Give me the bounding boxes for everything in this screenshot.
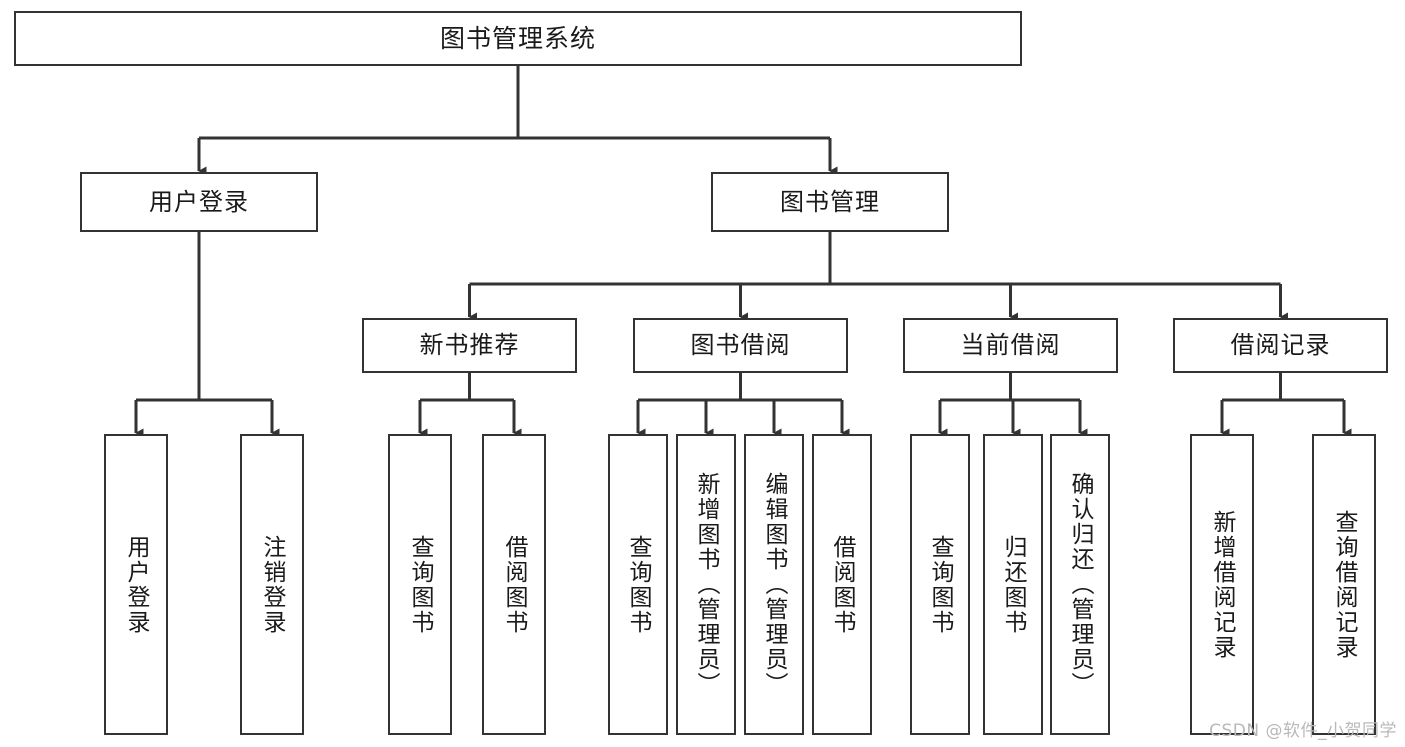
- node-borrow_record[interactable]: 借阅记录: [1173, 318, 1388, 373]
- node-label: 图书管理: [780, 187, 880, 216]
- node-label: 借阅图书: [501, 534, 528, 635]
- node-leaf_confirm_return[interactable]: 确认归还（管理员）: [1050, 434, 1110, 735]
- node-label: 归还图书: [1000, 534, 1027, 635]
- node-label: 编辑图书（管理员）: [761, 472, 788, 697]
- node-leaf_query_record[interactable]: 查询借阅记录: [1312, 434, 1376, 735]
- node-leaf_user_logout[interactable]: 注销登录: [240, 434, 304, 735]
- node-leaf_borrow_book_rec[interactable]: 借阅图书: [482, 434, 546, 735]
- node-leaf_query_book_b[interactable]: 查询图书: [608, 434, 668, 735]
- node-book_mgmt[interactable]: 图书管理: [711, 172, 949, 232]
- node-label: 图书管理系统: [439, 23, 596, 53]
- node-label: 查询借阅记录: [1331, 509, 1358, 660]
- node-label: 当前借阅: [960, 331, 1061, 360]
- node-current_borrow[interactable]: 当前借阅: [903, 318, 1118, 373]
- node-label: 用户登录: [149, 187, 249, 216]
- node-label: 注销登录: [259, 534, 286, 635]
- node-label: 新增图书（管理员）: [693, 472, 720, 697]
- node-label: 新增借阅记录: [1209, 509, 1236, 660]
- node-root[interactable]: 图书管理系统: [14, 11, 1022, 66]
- node-book_borrow[interactable]: 图书借阅: [633, 318, 848, 373]
- node-leaf_query_book_c[interactable]: 查询图书: [910, 434, 970, 735]
- node-label: 查询图书: [407, 534, 434, 635]
- node-leaf_query_book_rec[interactable]: 查询图书: [388, 434, 452, 735]
- node-label: 图书借阅: [690, 331, 791, 360]
- node-leaf_add_record[interactable]: 新增借阅记录: [1190, 434, 1254, 735]
- node-leaf_return_book[interactable]: 归还图书: [983, 434, 1043, 735]
- node-label: 查询图书: [625, 534, 652, 635]
- node-label: 借阅图书: [829, 534, 856, 635]
- node-new_book_rec[interactable]: 新书推荐: [362, 318, 577, 373]
- node-label: 查询图书: [927, 534, 954, 635]
- node-leaf_edit_book[interactable]: 编辑图书（管理员）: [744, 434, 804, 735]
- node-user_login[interactable]: 用户登录: [80, 172, 318, 232]
- csdn-watermark: CSDN @软件_小贺同学: [1209, 721, 1397, 741]
- node-leaf_user_login[interactable]: 用户登录: [104, 434, 168, 735]
- node-label: 借阅记录: [1230, 331, 1331, 360]
- node-label: 用户登录: [123, 534, 150, 635]
- node-label: 确认归还（管理员）: [1067, 472, 1094, 697]
- node-leaf_borrow_book_b[interactable]: 借阅图书: [812, 434, 872, 735]
- node-label: 新书推荐: [419, 331, 520, 360]
- node-leaf_add_book[interactable]: 新增图书（管理员）: [676, 434, 736, 735]
